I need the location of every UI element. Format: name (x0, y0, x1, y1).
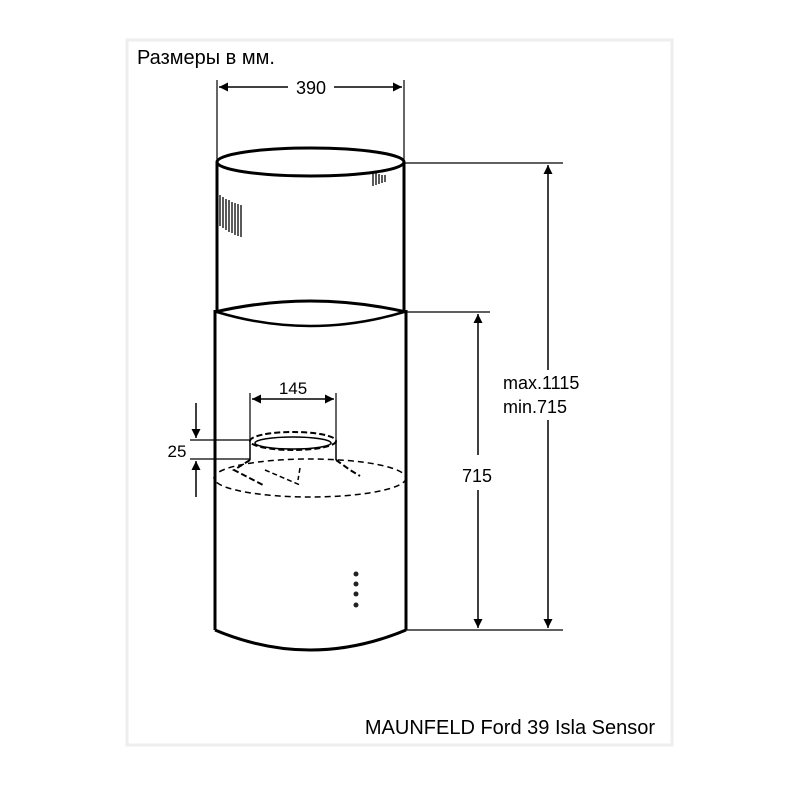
product-name: MAUNFELD Ford 39 Isla Sensor (365, 717, 655, 739)
min-height-label: min.715 (503, 397, 567, 417)
duct-connector (213, 431, 407, 498)
frame (125, 38, 674, 747)
duct-diameter-dimension: 145 (249, 379, 337, 440)
title: Размеры в мм. (137, 47, 275, 69)
duct-height-label: 25 (168, 442, 187, 461)
duct-diameter-label: 145 (279, 379, 307, 398)
upper-chimney (215, 146, 406, 328)
width-dimension: 390 (216, 78, 405, 162)
body-height-label: 715 (462, 466, 492, 486)
sensor-buttons (353, 571, 359, 608)
width-label: 390 (296, 78, 326, 98)
height-dimensions (404, 162, 563, 631)
lower-hood-body (213, 299, 408, 652)
duct-height-dimension: 25 (168, 403, 250, 497)
max-height-label: max.1115 (503, 373, 579, 393)
